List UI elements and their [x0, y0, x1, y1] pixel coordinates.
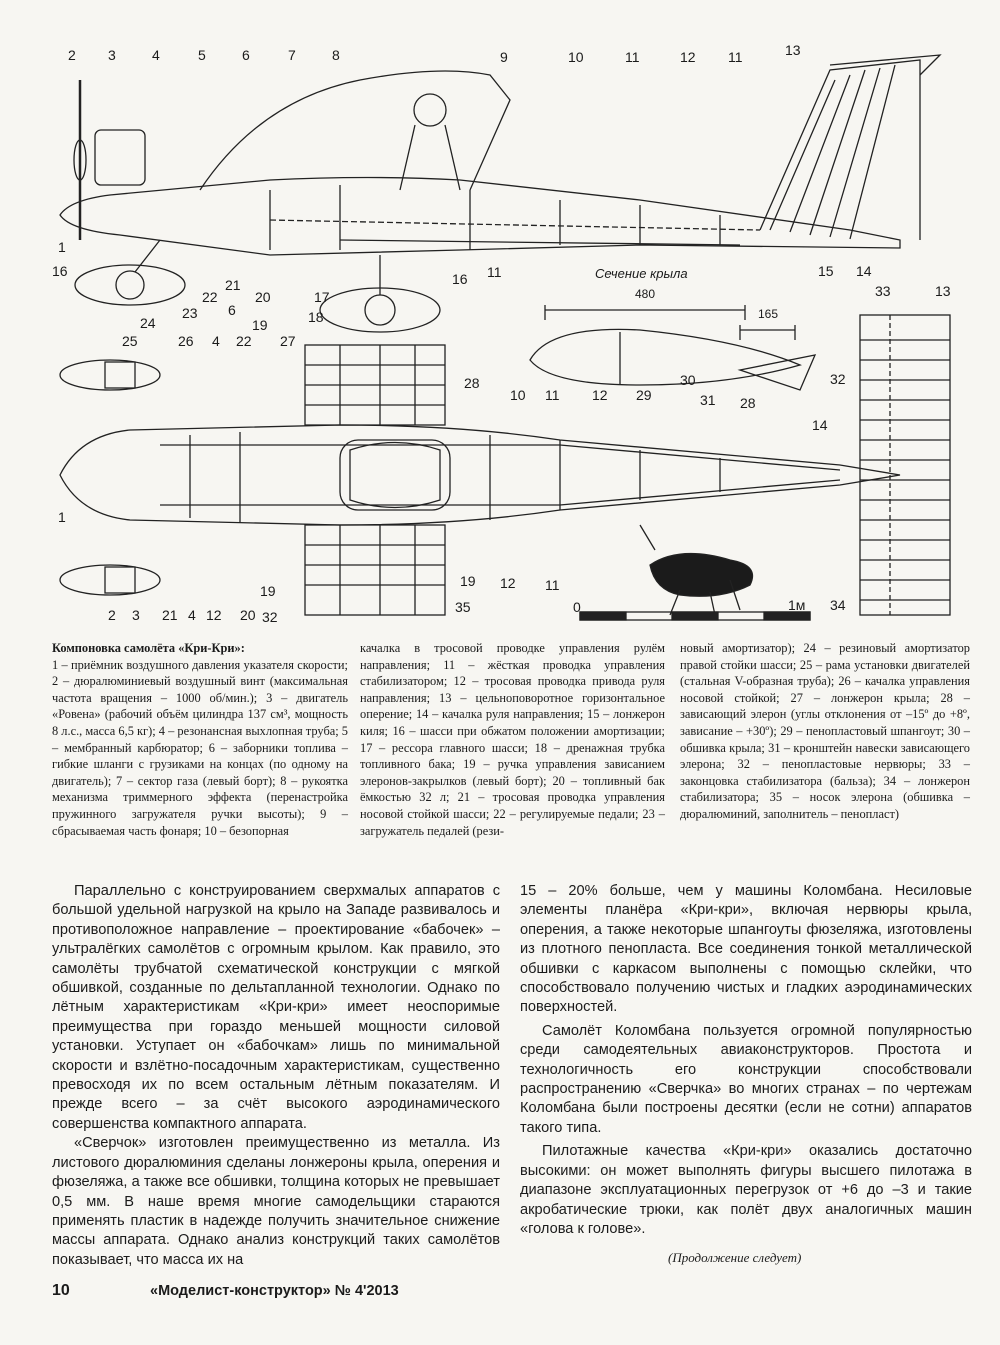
callout: 12	[592, 387, 608, 403]
callout: 2	[108, 607, 116, 623]
scale-one: 1м	[788, 597, 805, 613]
callout: 21	[162, 607, 178, 623]
dim-chord: 480	[635, 287, 655, 301]
callout: 32	[262, 609, 278, 625]
callout: 8	[332, 47, 340, 63]
callout: 4	[188, 607, 196, 623]
callout: 6	[242, 47, 250, 63]
callout: 23	[182, 305, 198, 321]
caption-text: качалка в тросовой проводке управления р…	[360, 641, 665, 838]
callout: 11	[545, 387, 560, 403]
callout: 32	[830, 371, 846, 387]
article-left-column: Параллельно с конструированием сверхмалы…	[52, 882, 500, 1270]
callout: 18	[308, 309, 324, 325]
paragraph: Самолёт Коломбана пользуется огромной по…	[520, 1022, 972, 1136]
caption-column-1: Компоновка самолёта «Кри-Кри»: 1 – приём…	[52, 640, 348, 839]
continued-note: (Продолжение следует)	[668, 1250, 802, 1265]
callout: 12	[206, 607, 222, 623]
aircraft-layout-drawing: 2 3 4 5 6 7 8 9 10 11 12 11 13 1 16 24 2…	[40, 40, 970, 640]
callout: 10	[510, 387, 526, 403]
caption-text: 1 – приёмник воздушного давления указате…	[52, 657, 348, 838]
paragraph: «Сверчок» изготовлен преимущественно из …	[52, 1135, 500, 1268]
callout: 1	[58, 509, 66, 525]
callout: 19	[460, 573, 476, 589]
callout: 7	[288, 47, 296, 63]
callout: 16	[52, 263, 68, 279]
callout: 27	[280, 333, 296, 349]
callout: 22	[202, 289, 218, 305]
callout: 28	[464, 375, 480, 391]
callout: 14	[856, 263, 872, 279]
caption-title: Компоновка самолёта «Кри-Кри»:	[52, 641, 245, 655]
callout: 5	[198, 47, 206, 63]
paragraph: 15 – 20% больше, чем у машины Коломбана.…	[520, 883, 972, 1016]
callout: 11	[545, 577, 560, 593]
callouts-plan: 25 26 4 22 27 28 10 11 12 29 14 32 1 2 3…	[58, 333, 846, 625]
callout: 19	[260, 583, 276, 599]
callout: 33	[875, 283, 891, 299]
callout: 29	[636, 387, 652, 403]
callout: 34	[830, 597, 846, 613]
callout: 1	[58, 239, 66, 255]
callout: 19	[252, 317, 268, 333]
caption-text: новый амортизатор); 24 – резиновый аморт…	[680, 641, 970, 821]
callout: 25	[122, 333, 138, 349]
dim-aileron: 165	[758, 307, 778, 321]
callout: 30	[680, 372, 696, 388]
callout: 3	[132, 607, 140, 623]
wing-section-title: Сечение крыла	[595, 266, 688, 281]
callout: 14	[812, 417, 828, 433]
callout: 4	[212, 333, 220, 349]
callout: 17	[314, 289, 330, 305]
scale-zero: 0	[573, 599, 581, 615]
callout: 26	[178, 333, 194, 349]
paragraph: Пилотажные качества «Кри-кри» оказались …	[520, 1143, 972, 1237]
drawing-svg: 2 3 4 5 6 7 8 9 10 11 12 11 13 1 16 24 2…	[52, 42, 951, 625]
journal-title: «Моделист-конструктор» № 4'2013	[150, 1283, 399, 1299]
callout: 24	[140, 315, 156, 331]
scale-bar	[579, 611, 811, 621]
callout: 12	[680, 49, 696, 65]
paragraph: Параллельно с конструированием сверхмалы…	[52, 883, 500, 1132]
wing-section-labels: Сечение крыла 480 165 30 31 28 33 13 0 1…	[573, 266, 951, 615]
callout: 13	[785, 42, 801, 58]
plan-view	[59, 314, 951, 616]
callout: 9	[500, 49, 508, 65]
callouts-side: 1 16 24 23 22 21 20 6 19 18 17 16 11 15 …	[52, 239, 872, 333]
callout: 22	[236, 333, 252, 349]
wing-section	[529, 305, 817, 391]
callout: 11	[625, 49, 640, 65]
callout: 16	[452, 271, 468, 287]
callout: 10	[568, 49, 584, 65]
cricket-emblem	[639, 524, 754, 616]
article-right-column: 15 – 20% больше, чем у машины Коломбана.…	[520, 882, 972, 1239]
caption-column-3: новый амортизатор); 24 – резиновый аморт…	[680, 640, 970, 823]
callout: 11	[728, 49, 743, 65]
callout: 20	[240, 607, 256, 623]
callout: 3	[108, 47, 116, 63]
callout: 4	[152, 47, 160, 63]
side-view	[59, 54, 942, 333]
callout: 2	[68, 47, 76, 63]
callout: 35	[455, 599, 471, 615]
callout: 31	[700, 392, 716, 408]
callout: 6	[228, 302, 236, 318]
caption-column-2: качалка в тросовой проводке управления р…	[360, 640, 665, 839]
callout: 15	[818, 263, 834, 279]
callout: 11	[487, 264, 502, 280]
callout: 28	[740, 395, 756, 411]
callout: 20	[255, 289, 271, 305]
callout: 21	[225, 277, 241, 293]
callout: 13	[935, 283, 951, 299]
page-number: 10	[52, 1282, 70, 1299]
callout: 12	[500, 575, 516, 591]
callouts-top: 2 3 4 5 6 7 8 9 10 11 12 11 13	[68, 42, 801, 65]
